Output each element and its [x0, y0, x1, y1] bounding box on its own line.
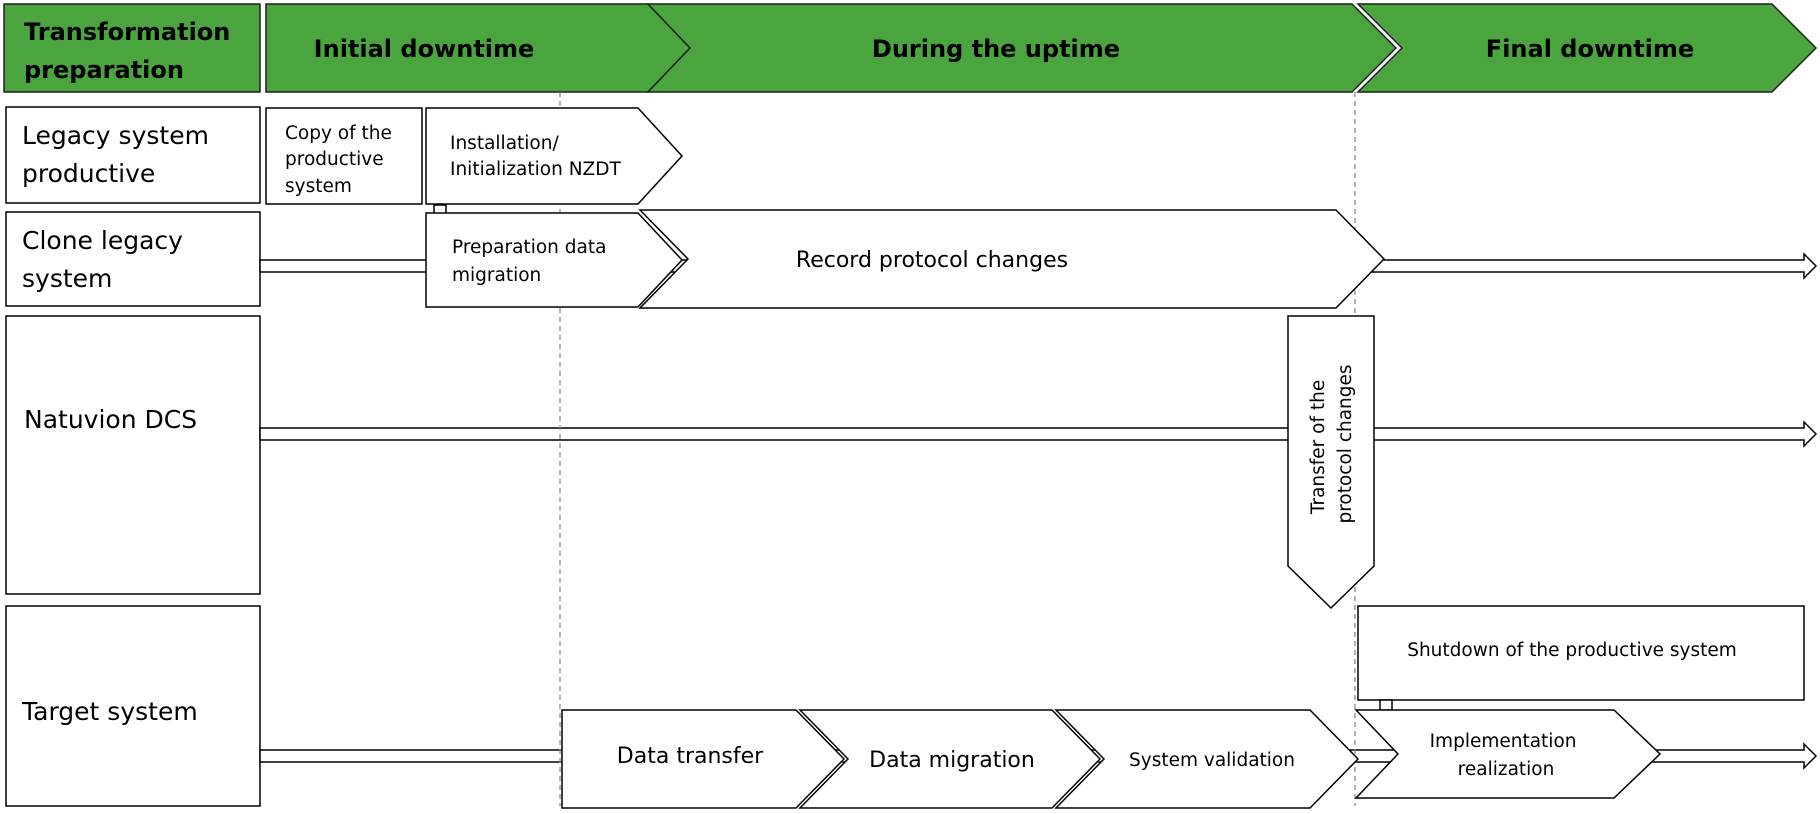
phase-final-downtime-chevron: [1356, 3, 1818, 93]
phase-final-downtime-label: Final downtime: [1486, 35, 1694, 63]
lane-dcs-box: [5, 315, 261, 595]
lane-clone-box: [5, 211, 261, 307]
step-copy-productive-box: [265, 107, 423, 205]
step-data-transfer-chevron: [561, 709, 846, 809]
step-installation-chevron: [425, 107, 684, 205]
step-preparation-chevron: [425, 212, 684, 308]
lane-clone-label: Clone legacy system: [22, 226, 191, 293]
dcs-timeline-arrow: [259, 420, 1818, 448]
step-record-changes-label: Record protocol changes: [796, 248, 1068, 273]
phase-initial-downtime-label: Initial downtime: [314, 35, 535, 63]
step-copy-productive-label: Copy of the productive system: [285, 123, 398, 197]
step-system-validation-label: System validation: [1129, 750, 1295, 771]
step-installation-label: Installation/ Initialization NZDT: [450, 133, 621, 180]
lane-legacy-box: [5, 106, 261, 204]
phase-header-label: Transformation preparation: [24, 18, 239, 84]
lane-legacy-label: Legacy system productive: [22, 121, 217, 188]
step-shutdown-label: Shutdown of the productive system: [1407, 640, 1737, 661]
step-transfer-changes-pentagon: [1287, 315, 1375, 610]
connector-square-target: [1379, 699, 1393, 711]
lane-dcs-label: Natuvion DCS: [24, 405, 197, 434]
step-implementation-chevron: [1354, 709, 1662, 799]
step-record-changes-chevron: [638, 209, 1386, 309]
phase-header-box: [3, 3, 261, 93]
step-data-migration-chevron: [798, 709, 1102, 809]
lane-target-box: [5, 605, 261, 807]
step-data-migration-label: Data migration: [869, 748, 1035, 773]
lane-target-label: Target system: [21, 697, 198, 726]
step-implementation-label: Implementation realization: [1430, 731, 1583, 780]
step-shutdown-box: [1357, 605, 1805, 701]
step-system-validation-chevron: [1054, 709, 1360, 809]
phase-uptime-label: During the uptime: [872, 35, 1120, 63]
step-transfer-changes-label: Transfer of the protocol changes: [1308, 364, 1356, 523]
phase-uptime-chevron: [646, 3, 1398, 93]
step-preparation-label: Preparation data migration: [452, 237, 612, 286]
step-data-transfer-label: Data transfer: [617, 744, 764, 769]
